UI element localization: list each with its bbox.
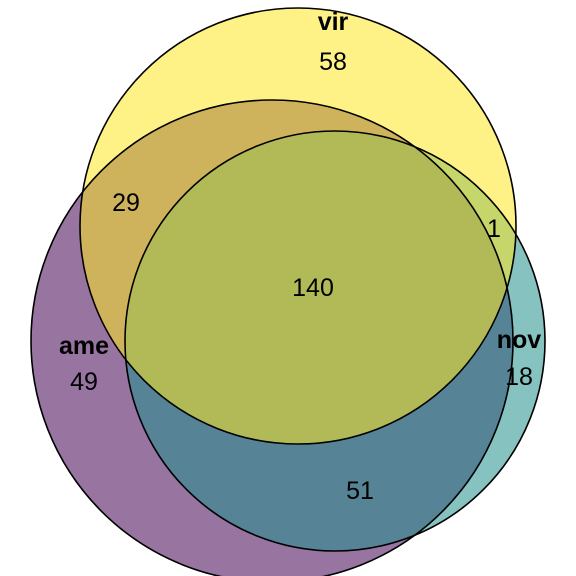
count-nov-only: 18 (505, 363, 533, 391)
set-label-vir: vir (318, 8, 349, 36)
count-all: 140 (292, 274, 334, 302)
count-ame-only: 49 (70, 368, 98, 396)
count-ame-nov: 51 (346, 477, 374, 505)
nov-circle-outline (124, 130, 546, 552)
ame-circle-outline (30, 99, 514, 576)
count-vir-ame: 29 (112, 189, 140, 217)
set-label-ame: ame (59, 332, 109, 360)
count-vir-only: 58 (319, 48, 347, 76)
count-vir-nov: 1 (487, 215, 501, 243)
vir-circle-outline (79, 7, 517, 445)
set-label-nov: nov (497, 326, 542, 354)
vir-circle-fill (80, 8, 516, 444)
